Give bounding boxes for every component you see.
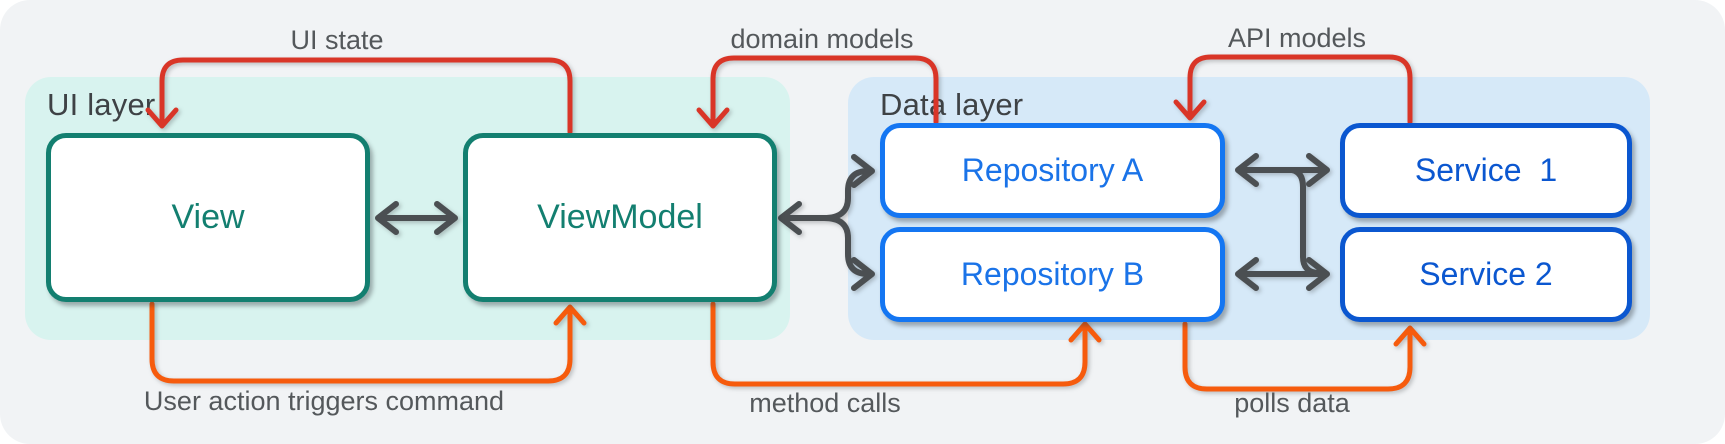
label-ui-state: UI state: [290, 25, 384, 55]
node-repository-b: Repository B: [880, 227, 1225, 322]
node-service-1-label: Service 1: [1414, 152, 1558, 188]
node-repository-b-label: Repository B: [960, 256, 1145, 292]
node-viewmodel: ViewModel: [463, 133, 777, 302]
label-domain-models: domain models: [730, 24, 914, 54]
node-repository-a: Repository A: [880, 123, 1225, 218]
node-repository-a-label: Repository A: [961, 152, 1144, 188]
node-service-2-label: Service 2: [1419, 256, 1553, 292]
node-service-2: Service 2: [1340, 227, 1632, 322]
label-polls-data: polls data: [1234, 388, 1350, 418]
node-service-1: Service 1: [1340, 123, 1632, 218]
node-view: View: [46, 133, 370, 302]
label-user-action: User action triggers command: [143, 386, 505, 416]
node-viewmodel-label: ViewModel: [537, 198, 703, 236]
label-api-models: API models: [1227, 23, 1367, 53]
data-layer-title: Data layer: [880, 87, 1024, 122]
ui-layer-title: UI layer: [47, 87, 156, 122]
node-view-label: View: [171, 198, 245, 236]
label-method-calls: method calls: [749, 388, 901, 418]
